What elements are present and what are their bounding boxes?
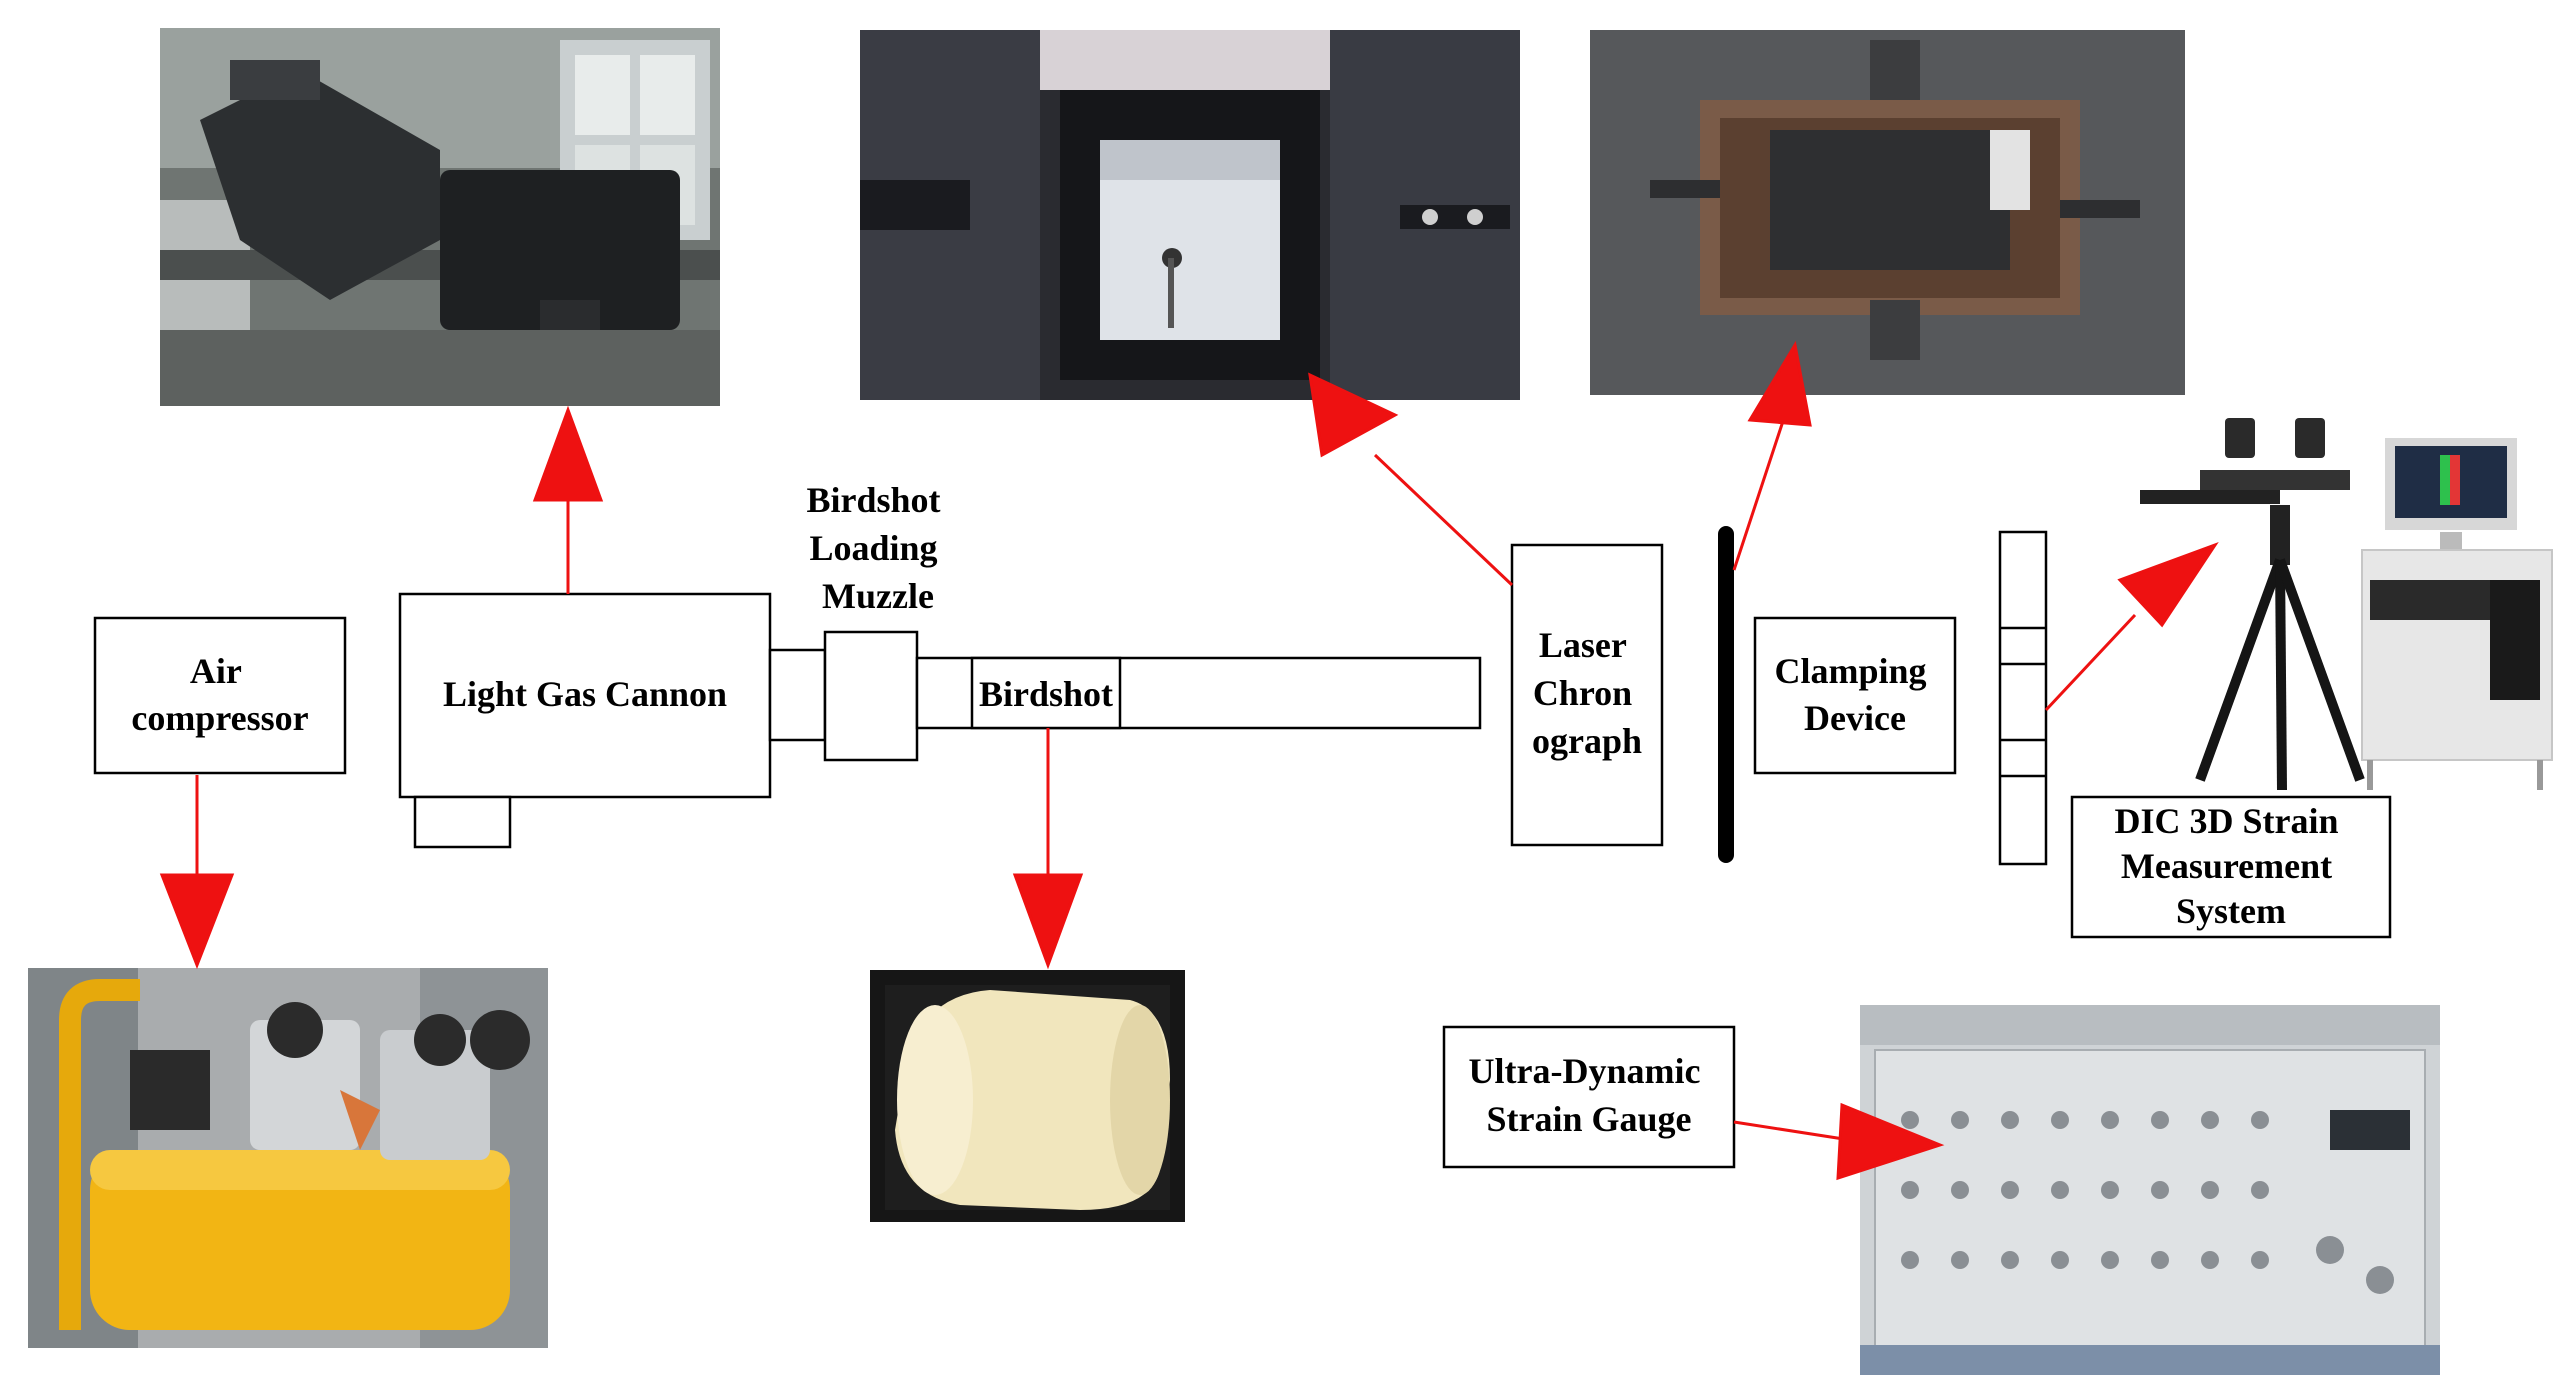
air-compressor-photo [28,968,548,1348]
birdshot-box [970,656,1122,730]
target-chamber-photo [860,30,1520,400]
strain-gauge-instrument-photo [1860,1005,2440,1375]
arrow-chronograph-to-chamber-photo [1308,372,1514,587]
arrow-label-to-instrument [1733,1102,1945,1181]
dic-system-label: DIC 3D Strain Measurement System [2114,801,2347,931]
strain-gauge-strip [1998,530,2048,866]
light-gas-cannon-label: Light Gas Cannon [443,674,727,714]
clamping-device-label: Clamping Device [1774,651,1935,738]
cannon-base-block [413,795,512,849]
arrow-cannon-to-photo [532,405,604,594]
air-compressor-label: Air compressor [131,651,308,738]
birdshot-label: Birdshot [979,674,1113,714]
arrow-plate-to-panel-photo [1732,340,1812,571]
clamped-panel-photo [1590,30,2185,395]
light-gas-cannon-box [398,592,772,799]
laser-chronograph-box [1510,543,1664,847]
strain-gauge-label-box [1442,1025,1736,1169]
birdshot-loading-muzzle-box [823,630,919,762]
strain-gauge-label: Ultra-Dynamic Strain Gauge [1469,1051,1710,1139]
birdshot-projectile-photo [870,970,1185,1222]
arrow-gauge-to-dic-rig [2044,542,2219,712]
laser-chronograph-label: Laser Chron ograph [1532,625,1642,761]
arrow-birdshot-to-photo [1012,728,1084,970]
air-compressor-box [93,616,347,775]
light-gas-cannon-photo [160,28,720,406]
muzzle-small-segment [768,648,827,742]
clamping-device-box [1753,616,1957,775]
arrow-compressor-to-photo [159,775,235,970]
dic-system-box [2070,795,2392,939]
dic-camera-rig-photo [2140,418,2553,791]
birdshot-loading-muzzle-label: Birdshot Loading Muzzle [806,480,949,616]
